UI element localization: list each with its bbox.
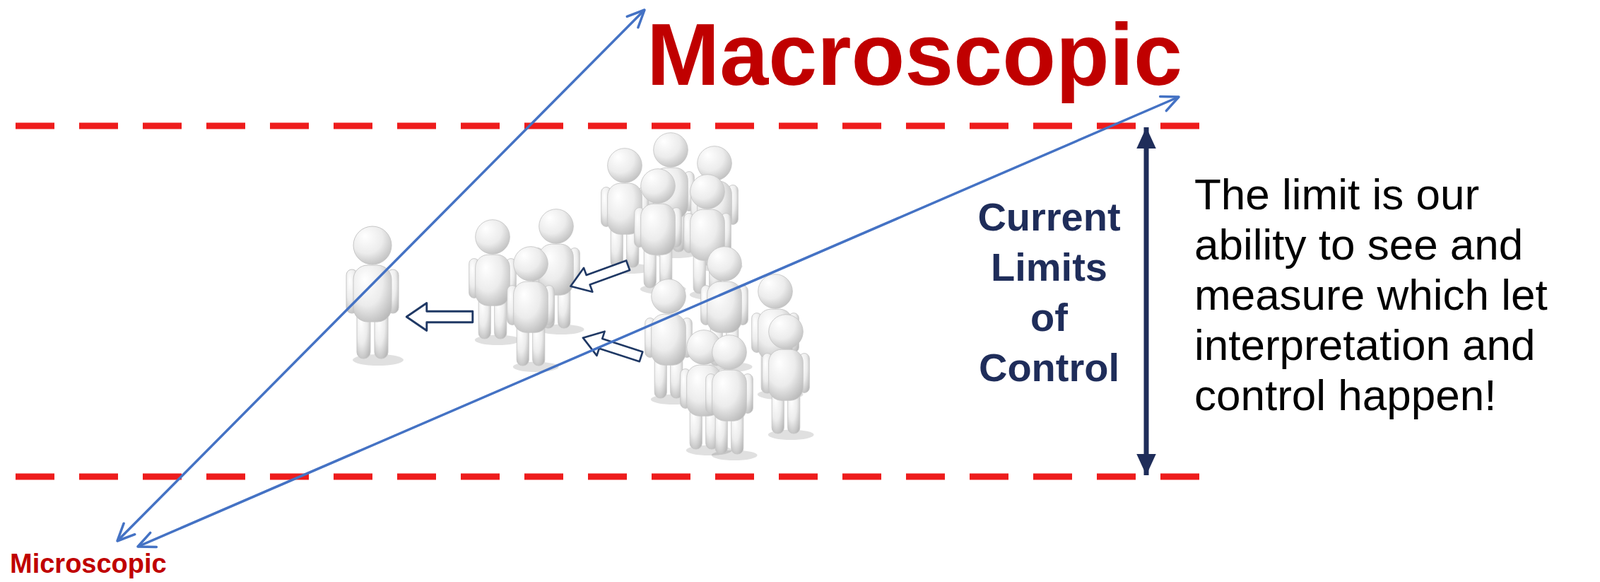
hollow-arrows [406,253,645,369]
scale-arrow [137,96,1179,547]
microscopic-label: Microscopic [9,549,167,577]
macroscopic-label: Macroscopic [646,10,1183,99]
people-figures [346,132,815,461]
dashed-limit-line [15,473,1200,480]
limits-label: Current Limits of Control [969,191,1129,393]
dashed-limit-line [15,122,1200,130]
note-text: The limit is our ability to see and meas… [1194,168,1569,420]
scale-arrow [117,9,645,541]
range-arrow [1144,127,1150,475]
